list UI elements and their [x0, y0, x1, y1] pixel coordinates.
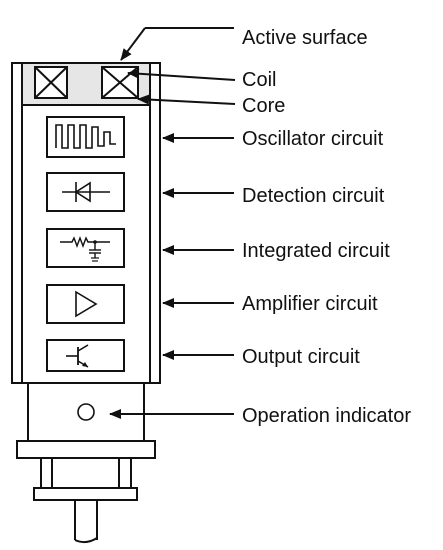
label-integrated-circuit: Integrated circuit: [242, 240, 390, 262]
label-operation-indicator: Operation indicator: [242, 405, 411, 427]
label-amplifier-circuit: Amplifier circuit: [242, 293, 378, 315]
label-coil: Coil: [242, 69, 277, 91]
label-detection-circuit: Detection circuit: [242, 185, 385, 207]
arrow-active-surface: [120, 27, 146, 61]
label-active-surface: Active surface: [242, 27, 368, 49]
sensor-housing: [11, 62, 161, 384]
leader-arrows: [109, 27, 236, 419]
integrator-rc-icon: [46, 228, 125, 268]
label-core: Core: [242, 95, 286, 117]
diode-icon: [46, 172, 125, 212]
label-oscillator-circuit: Oscillator circuit: [242, 128, 384, 150]
indicator-lamp-icon: [77, 403, 95, 421]
cable-connector: [33, 457, 138, 544]
arrow-core: [137, 94, 236, 105]
arrow-coil: [127, 68, 236, 81]
label-output-circuit: Output circuit: [242, 346, 360, 368]
indicator-housing: [16, 382, 156, 459]
coil-left-icon: [34, 66, 68, 99]
amplifier-triangle-icon: [46, 284, 125, 324]
oscillation-waveform-icon: [46, 116, 125, 158]
coil-right-icon: [101, 66, 139, 99]
transistor-icon: [46, 339, 125, 372]
